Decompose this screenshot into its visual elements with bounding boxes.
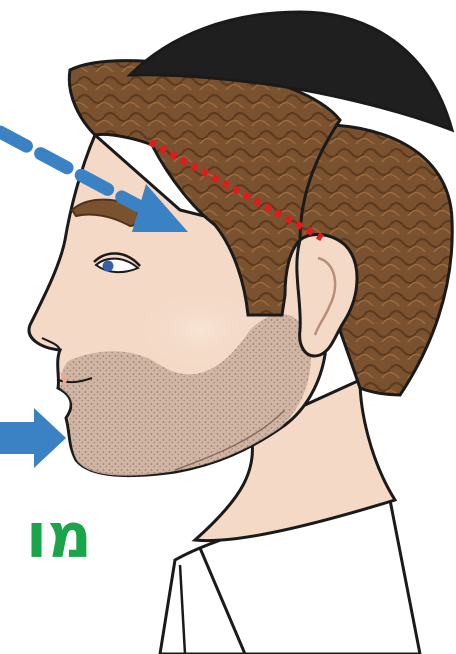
hebrew-label: מו: [0, 505, 92, 567]
eye-iris: [103, 261, 114, 272]
solid-arrow-icon: [0, 408, 66, 468]
